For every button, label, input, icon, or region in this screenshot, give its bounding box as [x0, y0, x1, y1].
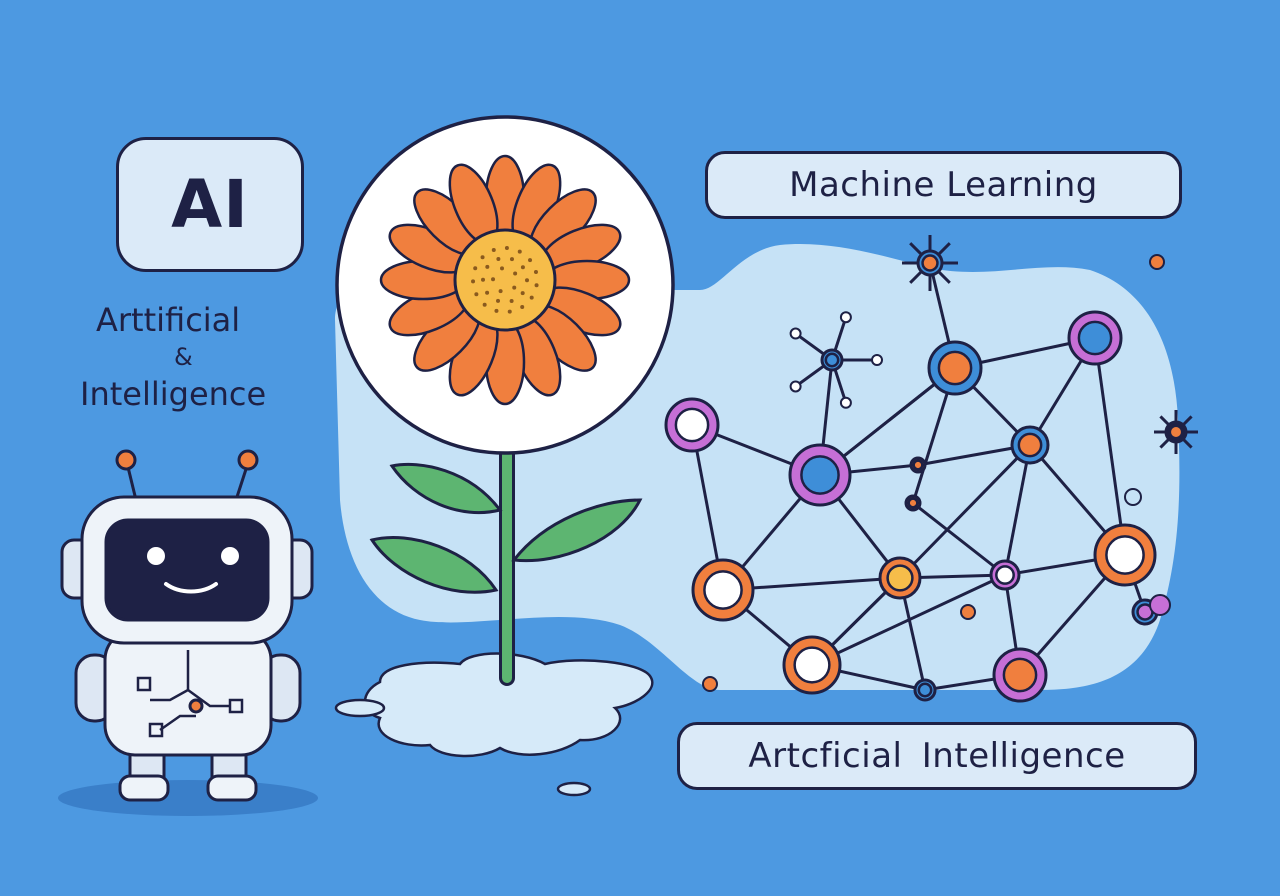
seed: [491, 277, 496, 282]
neural-network-icon: [664, 235, 1198, 703]
caption-line-3: Intelligence: [80, 375, 267, 413]
network-tip: [871, 354, 883, 366]
flower-icon: [335, 115, 675, 686]
network-tip: [789, 327, 802, 340]
seed: [520, 265, 525, 270]
seed: [520, 304, 525, 309]
seed: [507, 309, 512, 314]
network-edge: [1003, 444, 1032, 576]
seed: [528, 258, 533, 263]
seed: [474, 292, 479, 297]
network-node-core: [824, 352, 840, 368]
seed: [494, 308, 499, 313]
network-node-core: [1168, 424, 1184, 440]
network-node-core: [1002, 657, 1038, 693]
network-node-core: [917, 682, 933, 698]
seed: [482, 302, 487, 307]
caption-line-1: Arttificial: [96, 301, 241, 339]
network-edge: [1093, 337, 1127, 556]
seed: [533, 269, 538, 274]
network-tip: [839, 396, 852, 409]
seed: [534, 283, 539, 288]
seed: [520, 291, 525, 296]
seed: [471, 279, 476, 284]
machine-learning-badge: Machine Learning: [705, 151, 1182, 219]
caption-ampersand: &: [174, 343, 193, 371]
seed: [500, 266, 505, 271]
seed: [480, 255, 485, 260]
seed: [529, 295, 534, 300]
network-node-core: [703, 570, 743, 610]
network-node-core: [912, 459, 924, 471]
network-node-core: [921, 254, 939, 272]
puddle: [334, 652, 654, 797]
network-node-core: [1105, 535, 1145, 575]
network-edge: [898, 443, 1032, 580]
network-node-core: [995, 565, 1015, 585]
seed: [512, 285, 517, 290]
seed: [491, 248, 496, 253]
network-node-core: [1017, 432, 1043, 458]
seed: [473, 266, 478, 271]
ai-badge: AI: [116, 137, 304, 272]
network-node-core: [793, 646, 831, 684]
seed: [498, 289, 503, 294]
network-edge: [912, 501, 1006, 577]
seed: [517, 249, 522, 254]
network-edge: [811, 573, 1006, 667]
network-tip: [789, 380, 802, 393]
seed: [509, 298, 514, 303]
artificial-intelligence-badge: Artcficial Intelligence: [677, 722, 1197, 790]
seed: [504, 246, 509, 251]
network-tip: [839, 311, 852, 324]
network-node-core: [1077, 320, 1113, 356]
seed: [496, 257, 501, 262]
seed: [485, 264, 490, 269]
network-node-core: [800, 455, 840, 495]
network-node-core: [937, 350, 973, 386]
robot-icon: [58, 449, 318, 816]
seed: [481, 277, 486, 282]
seed: [496, 298, 501, 303]
seed: [513, 271, 518, 276]
network-node-core: [674, 407, 710, 443]
seed: [485, 290, 490, 295]
network-node-core: [886, 564, 914, 592]
seed: [524, 278, 529, 283]
seed: [509, 257, 514, 262]
network-node-core: [907, 497, 919, 509]
